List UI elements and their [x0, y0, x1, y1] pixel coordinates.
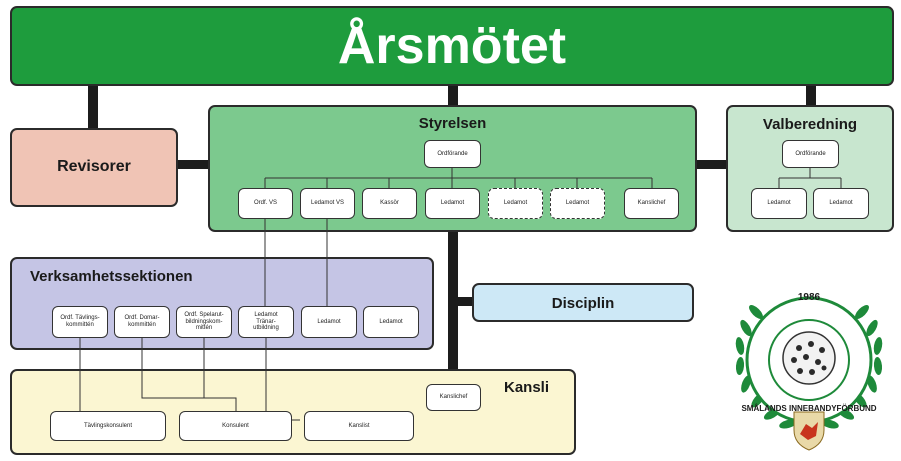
connector-valberedning — [695, 160, 728, 169]
styrelsen-member-kanslichef: Kanslichef — [624, 188, 679, 219]
verksamhet-node-ledamot-1: Ledamot — [301, 306, 357, 338]
verksamhet-title: Verksamhetssektionen — [30, 268, 193, 285]
kansli-staff-tavlingskonsulent: Tävlingskonsulent — [50, 411, 166, 441]
styrelsen-member-ledamot-vs: Ledamot VS — [300, 188, 355, 219]
valberedning-member-2: Ledamot — [813, 188, 869, 219]
disciplin-box: Disciplin — [472, 283, 694, 322]
logo-text: SMÅLANDS INNEBANDYFÖRBUND — [741, 404, 877, 413]
kansli-head: Kanslichef — [426, 384, 481, 411]
revisorer-box: Revisorer — [10, 128, 178, 207]
valberedning-member-1: Ledamot — [751, 188, 807, 219]
connector-revisorer — [176, 160, 210, 169]
styrelsen-member-ledamot-1: Ledamot — [425, 188, 480, 219]
styrelsen-member-kassor: Kassör — [362, 188, 417, 219]
logo: 1986 SMÅLANDS INNEBANDYFÖRBUND — [726, 284, 892, 456]
revisorer-title: Revisorer — [57, 158, 131, 175]
verksamhet-node-domarkommitten: Ordf. Domar- kommittén — [114, 306, 170, 338]
verksamhet-node-spelarutbildning: Ordf. Spelarut- bildningskom- mittén — [176, 306, 232, 338]
connector-top-right — [806, 84, 816, 108]
kansli-staff-kanslist: Kanslist — [304, 411, 414, 441]
kansli-staff-konsulent: Konsulent — [179, 411, 292, 441]
disciplin-title: Disciplin — [551, 295, 615, 312]
styrelsen-chair: Ordförande — [424, 140, 481, 168]
arsmotet-box: Årsmötet — [10, 6, 894, 86]
logo-year: 1986 — [797, 292, 821, 303]
connector-top-left — [88, 84, 98, 130]
arsmotet-title: Årsmötet — [337, 17, 567, 75]
valberedning-chair: Ordförande — [782, 140, 839, 168]
verksamhet-node-ledamot-2: Ledamot — [363, 306, 419, 338]
styrelsen-member-ledamot-2: Ledamot — [488, 188, 543, 219]
connector-top-center — [448, 84, 458, 108]
valberedning-title: Valberedning — [762, 116, 858, 133]
connector-main-spine — [448, 230, 458, 392]
verksamhet-node-tavlingskommitten: Ordf. Tävlings- kommittén — [52, 306, 108, 338]
connector-disciplin — [448, 297, 474, 306]
styrelsen-member-ledamot-3: Ledamot — [550, 188, 605, 219]
logo-emblem-icon — [735, 296, 883, 451]
styrelsen-title: Styrelsen — [418, 115, 487, 132]
styrelsen-member-ordf-vs: Ordf. VS — [238, 188, 293, 219]
kansli-title: Kansli — [504, 379, 550, 396]
verksamhet-node-tranarutbildning: Ledamot Tränar- utbildning — [238, 306, 294, 338]
